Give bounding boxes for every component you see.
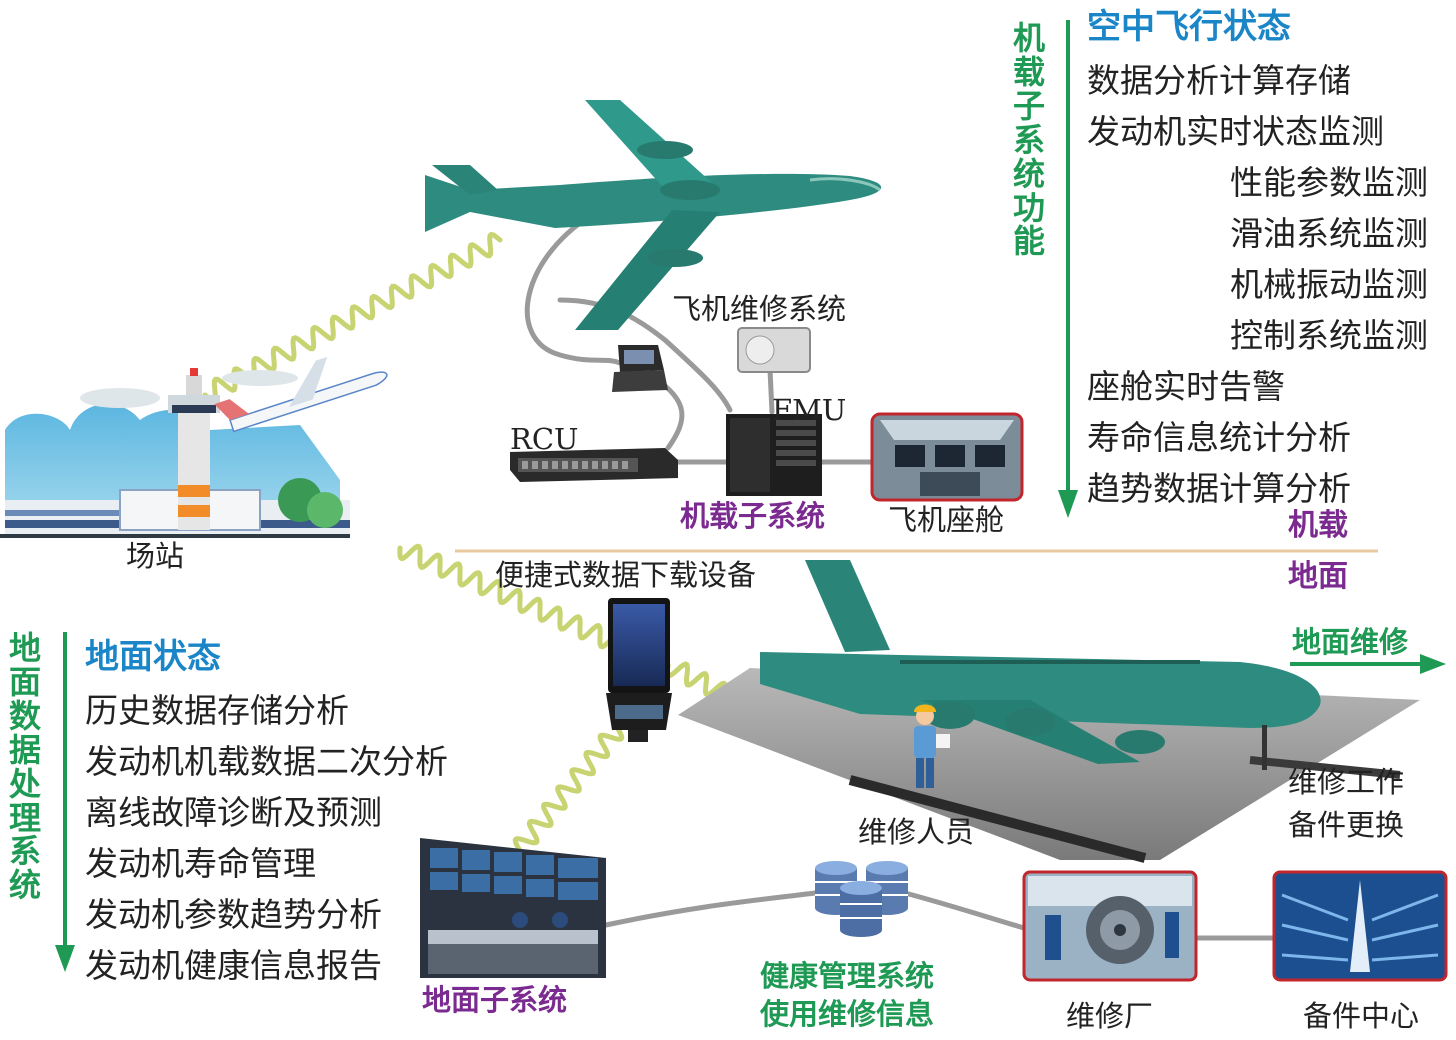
station-label: 场站: [126, 539, 185, 573]
spare-center-label: 备件中心: [1303, 999, 1420, 1033]
airborne-item: 寿命信息统计分析: [1087, 418, 1351, 457]
ground-heading: 地面状态: [85, 637, 221, 677]
cockpit-photo-icon: [870, 412, 1024, 502]
divider-label-ground: 地面: [1288, 559, 1348, 594]
hard-drive-icon: [737, 327, 811, 373]
airborne-sub-item: 机械振动监测: [1230, 265, 1428, 304]
cable-ground-db: [603, 890, 818, 928]
ground-item: 发动机机载数据二次分析: [85, 742, 448, 781]
cable-db-plant: [902, 890, 1027, 931]
airborne-item: 发动机实时状态监测: [1087, 112, 1384, 151]
spare-replacement-label: 备件更换: [1288, 808, 1405, 842]
ground-arrow: [55, 632, 75, 972]
airborne-functions-vertical-title: 机载子系统功能: [1012, 19, 1045, 261]
wave-station-kiosk: [397, 543, 623, 650]
rcu-label: RCU: [510, 422, 579, 456]
wave-ground-kiosk: [509, 715, 628, 863]
download-kiosk-icon: [606, 598, 672, 742]
airborne-sub-item: 滑油系统监测: [1230, 214, 1428, 253]
maintenance-staff-label: 维修人员: [858, 815, 975, 849]
airborne-heading: 空中飞行状态: [1087, 7, 1291, 47]
cable-plane-ctrl: [524, 207, 643, 383]
airborne-subsystem-label: 机载子系统: [680, 499, 826, 533]
database-icon: [815, 861, 908, 937]
small-airplane-icon: [214, 356, 388, 433]
ground-airplane-icon: [760, 560, 1321, 770]
cable-hdd-fmu: [767, 367, 775, 415]
airborne-sub-item: 控制系统监测: [1230, 316, 1428, 355]
control-unit-icon: [612, 345, 668, 392]
health-system-label: 健康管理系统: [760, 959, 935, 993]
repair-plant-label: 维修厂: [1066, 999, 1154, 1033]
portable-download-label: 便捷式数据下载设备: [495, 558, 757, 592]
airborne-item: 数据分析计算存储: [1087, 61, 1351, 100]
airborne-item: 座舱实时告警: [1087, 367, 1285, 406]
mechanic-icon: [914, 704, 950, 788]
airborne-arrow: [1058, 20, 1078, 518]
ground-item: 离线故障诊断及预测: [85, 793, 382, 832]
usage-maintenance-info-label: 使用维修信息: [760, 997, 935, 1031]
ground-item: 发动机寿命管理: [85, 844, 316, 883]
maintenance-system-label: 飞机维修系统: [672, 292, 847, 326]
cockpit-label: 飞机座舱: [888, 503, 1005, 537]
airplane-icon: [425, 100, 882, 330]
repair-plant-photo-icon: [1022, 870, 1198, 982]
ground-item: 发动机健康信息报告: [85, 946, 382, 985]
ground-item: 发动机参数趋势分析: [85, 895, 382, 934]
divider-label-airborne: 机载: [1288, 508, 1348, 543]
ground-subsystem-label: 地面子系统: [422, 983, 568, 1017]
ground-processing-vertical-title: 地面数据处理系统: [8, 629, 41, 905]
fmu-label: FMU: [772, 393, 847, 427]
wave-station-plane: [202, 231, 503, 404]
maintenance-work-label: 维修工作: [1288, 765, 1405, 799]
ground-maintenance-label: 地面维修: [1292, 625, 1409, 659]
airborne-sub-item: 性能参数监测: [1230, 163, 1428, 202]
rcu-rack-icon: [510, 448, 678, 482]
airborne-item: 趋势数据计算分析: [1087, 469, 1351, 508]
control-tower-icon: [0, 368, 350, 538]
warehouse-photo-icon: [1272, 870, 1448, 982]
control-room-icon: [420, 838, 606, 978]
ground-item: 历史数据存储分析: [85, 691, 349, 730]
ground-maintenance-arrow: [1290, 654, 1446, 674]
fmu-server-icon: [726, 414, 822, 496]
